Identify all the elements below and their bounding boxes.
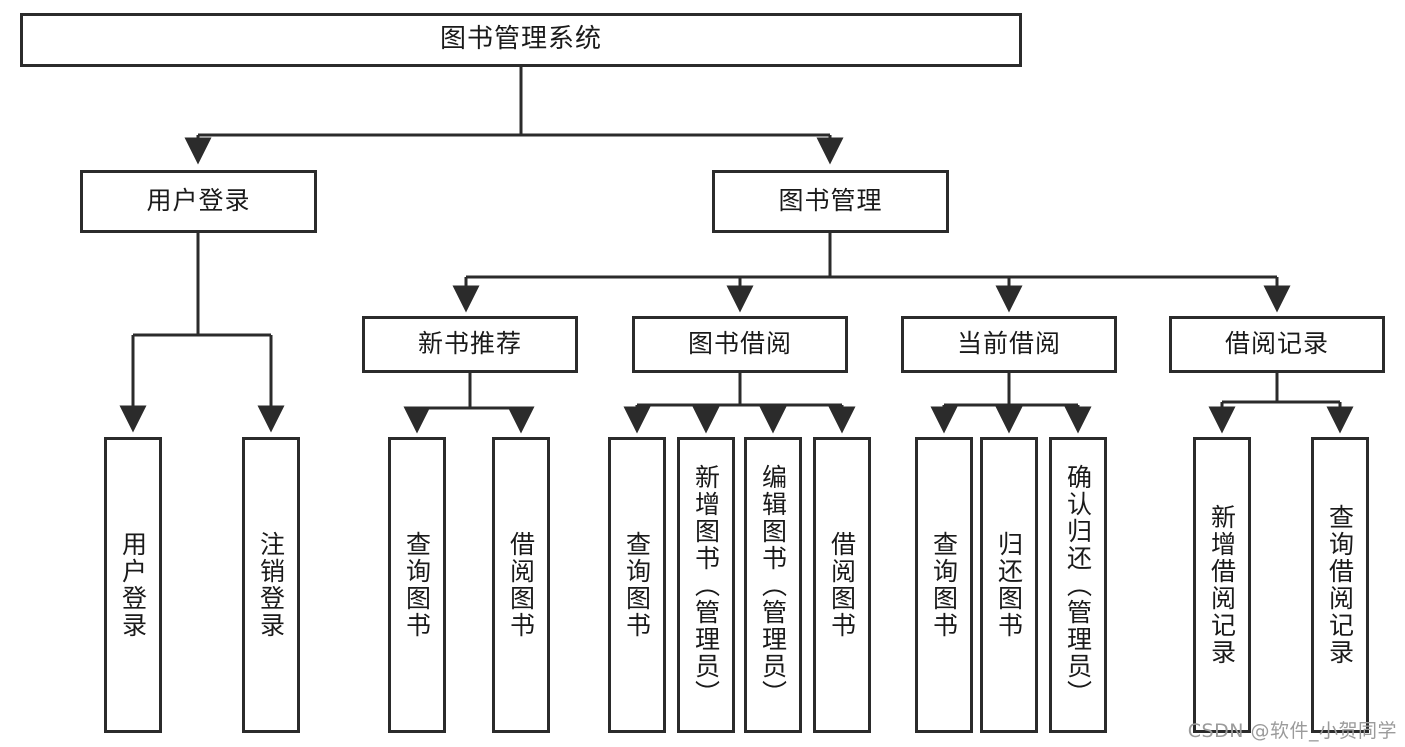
leaf-confirm-return-admin[interactable]: 确认归还（管理员） [1049, 437, 1107, 733]
node-label: 查询图书 [929, 531, 959, 639]
node-label: 借阅图书 [506, 531, 536, 639]
node-book-borrowing[interactable]: 图书借阅 [632, 316, 848, 373]
leaf-query-book-current[interactable]: 查询图书 [915, 437, 973, 733]
node-user-login[interactable]: 用户登录 [80, 170, 317, 233]
node-book-management[interactable]: 图书管理 [712, 170, 949, 233]
node-label: 当前借阅 [956, 329, 1061, 359]
node-label: 查询借阅记录 [1325, 504, 1355, 666]
leaf-query-book-new[interactable]: 查询图书 [388, 437, 446, 733]
node-label: 用户登录 [146, 186, 251, 216]
node-label: 借阅图书 [827, 531, 857, 639]
leaf-user-logout[interactable]: 注销登录 [242, 437, 300, 733]
node-new-book-recommendation[interactable]: 新书推荐 [362, 316, 578, 373]
csdn-watermark: CSDN @软件_小贺同学 [1187, 720, 1397, 742]
leaf-edit-book-admin[interactable]: 编辑图书（管理员） [744, 437, 802, 733]
node-label: 借阅记录 [1224, 329, 1329, 359]
node-current-borrowing[interactable]: 当前借阅 [901, 316, 1117, 373]
node-label: 图书管理系统 [439, 24, 602, 55]
leaf-user-login[interactable]: 用户登录 [104, 437, 162, 733]
leaf-add-borrow-record[interactable]: 新增借阅记录 [1193, 437, 1251, 733]
node-label: 用户登录 [118, 531, 148, 639]
node-label: 确认归还（管理员） [1063, 463, 1093, 707]
node-label: 图书管理 [778, 186, 883, 216]
node-label: 新书推荐 [417, 329, 522, 359]
node-label: 查询图书 [402, 531, 432, 639]
node-label: 编辑图书（管理员） [758, 463, 788, 707]
node-root-system[interactable]: 图书管理系统 [20, 13, 1022, 67]
leaf-borrow-book[interactable]: 借阅图书 [813, 437, 871, 733]
leaf-borrow-book-new[interactable]: 借阅图书 [492, 437, 550, 733]
node-label: 归还图书 [994, 531, 1024, 639]
node-label: 新增借阅记录 [1207, 504, 1237, 666]
leaf-query-borrow-record[interactable]: 查询借阅记录 [1311, 437, 1369, 733]
node-label: 查询图书 [622, 531, 652, 639]
node-label: 注销登录 [256, 531, 286, 639]
node-borrowing-record[interactable]: 借阅记录 [1169, 316, 1385, 373]
leaf-add-book-admin[interactable]: 新增图书（管理员） [677, 437, 735, 733]
leaf-query-book-borrow[interactable]: 查询图书 [608, 437, 666, 733]
node-label: 图书借阅 [687, 329, 792, 359]
leaf-return-book[interactable]: 归还图书 [980, 437, 1038, 733]
node-label: 新增图书（管理员） [691, 463, 721, 707]
